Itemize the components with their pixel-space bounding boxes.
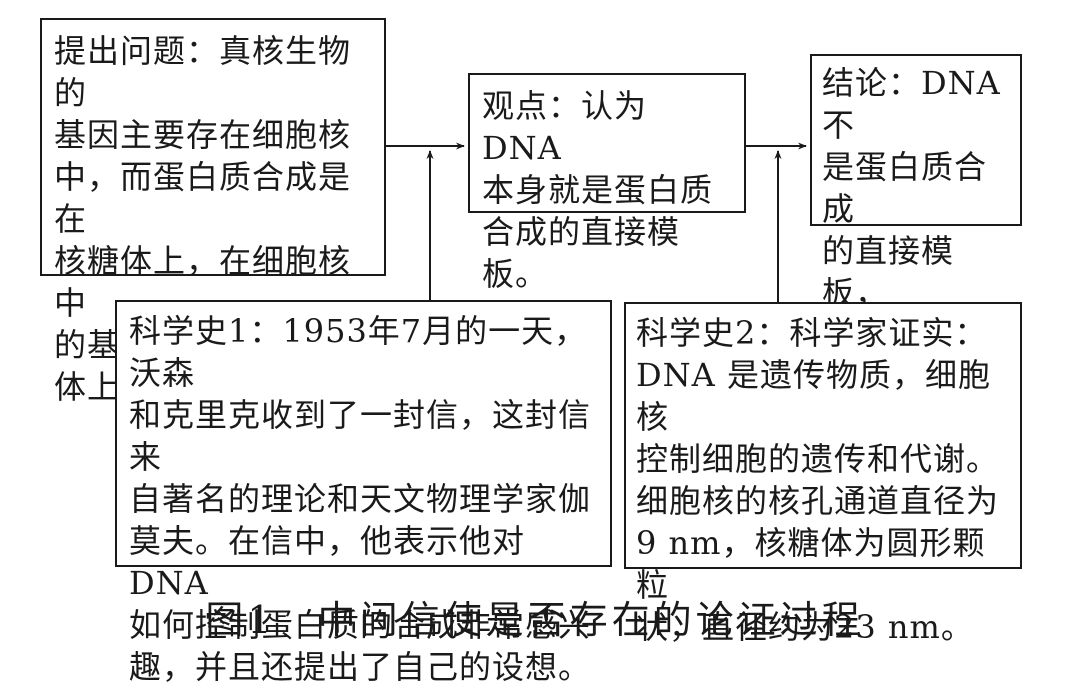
science-history-2-box: 科学史2：科学家证实： DNA 是遗传物质，细胞核 控制细胞的遗传和代谢。 细胞… <box>624 302 1022 646</box>
science-history-1-box: 科学史1：1953年7月的一天，沃森 和克里克收到了一封信，这封信来 自著名的理… <box>115 300 612 686</box>
connector-arrows <box>386 142 807 302</box>
viewpoint-box: 观点：认为 DNA 本身就是蛋白质 合成的直接模板。 <box>468 73 746 293</box>
figure-caption: 图1 中间信使是否存在的论证过程 <box>205 598 864 642</box>
question-box: 提出问题：真核生物的 基因主要存在细胞核 中，而蛋白质合成是在 核糖体上，在细胞… <box>40 18 386 406</box>
conclusion-box: 结论：DNA 不 是蛋白质合成 的直接模板， 需要中间信使 <box>810 54 1022 396</box>
